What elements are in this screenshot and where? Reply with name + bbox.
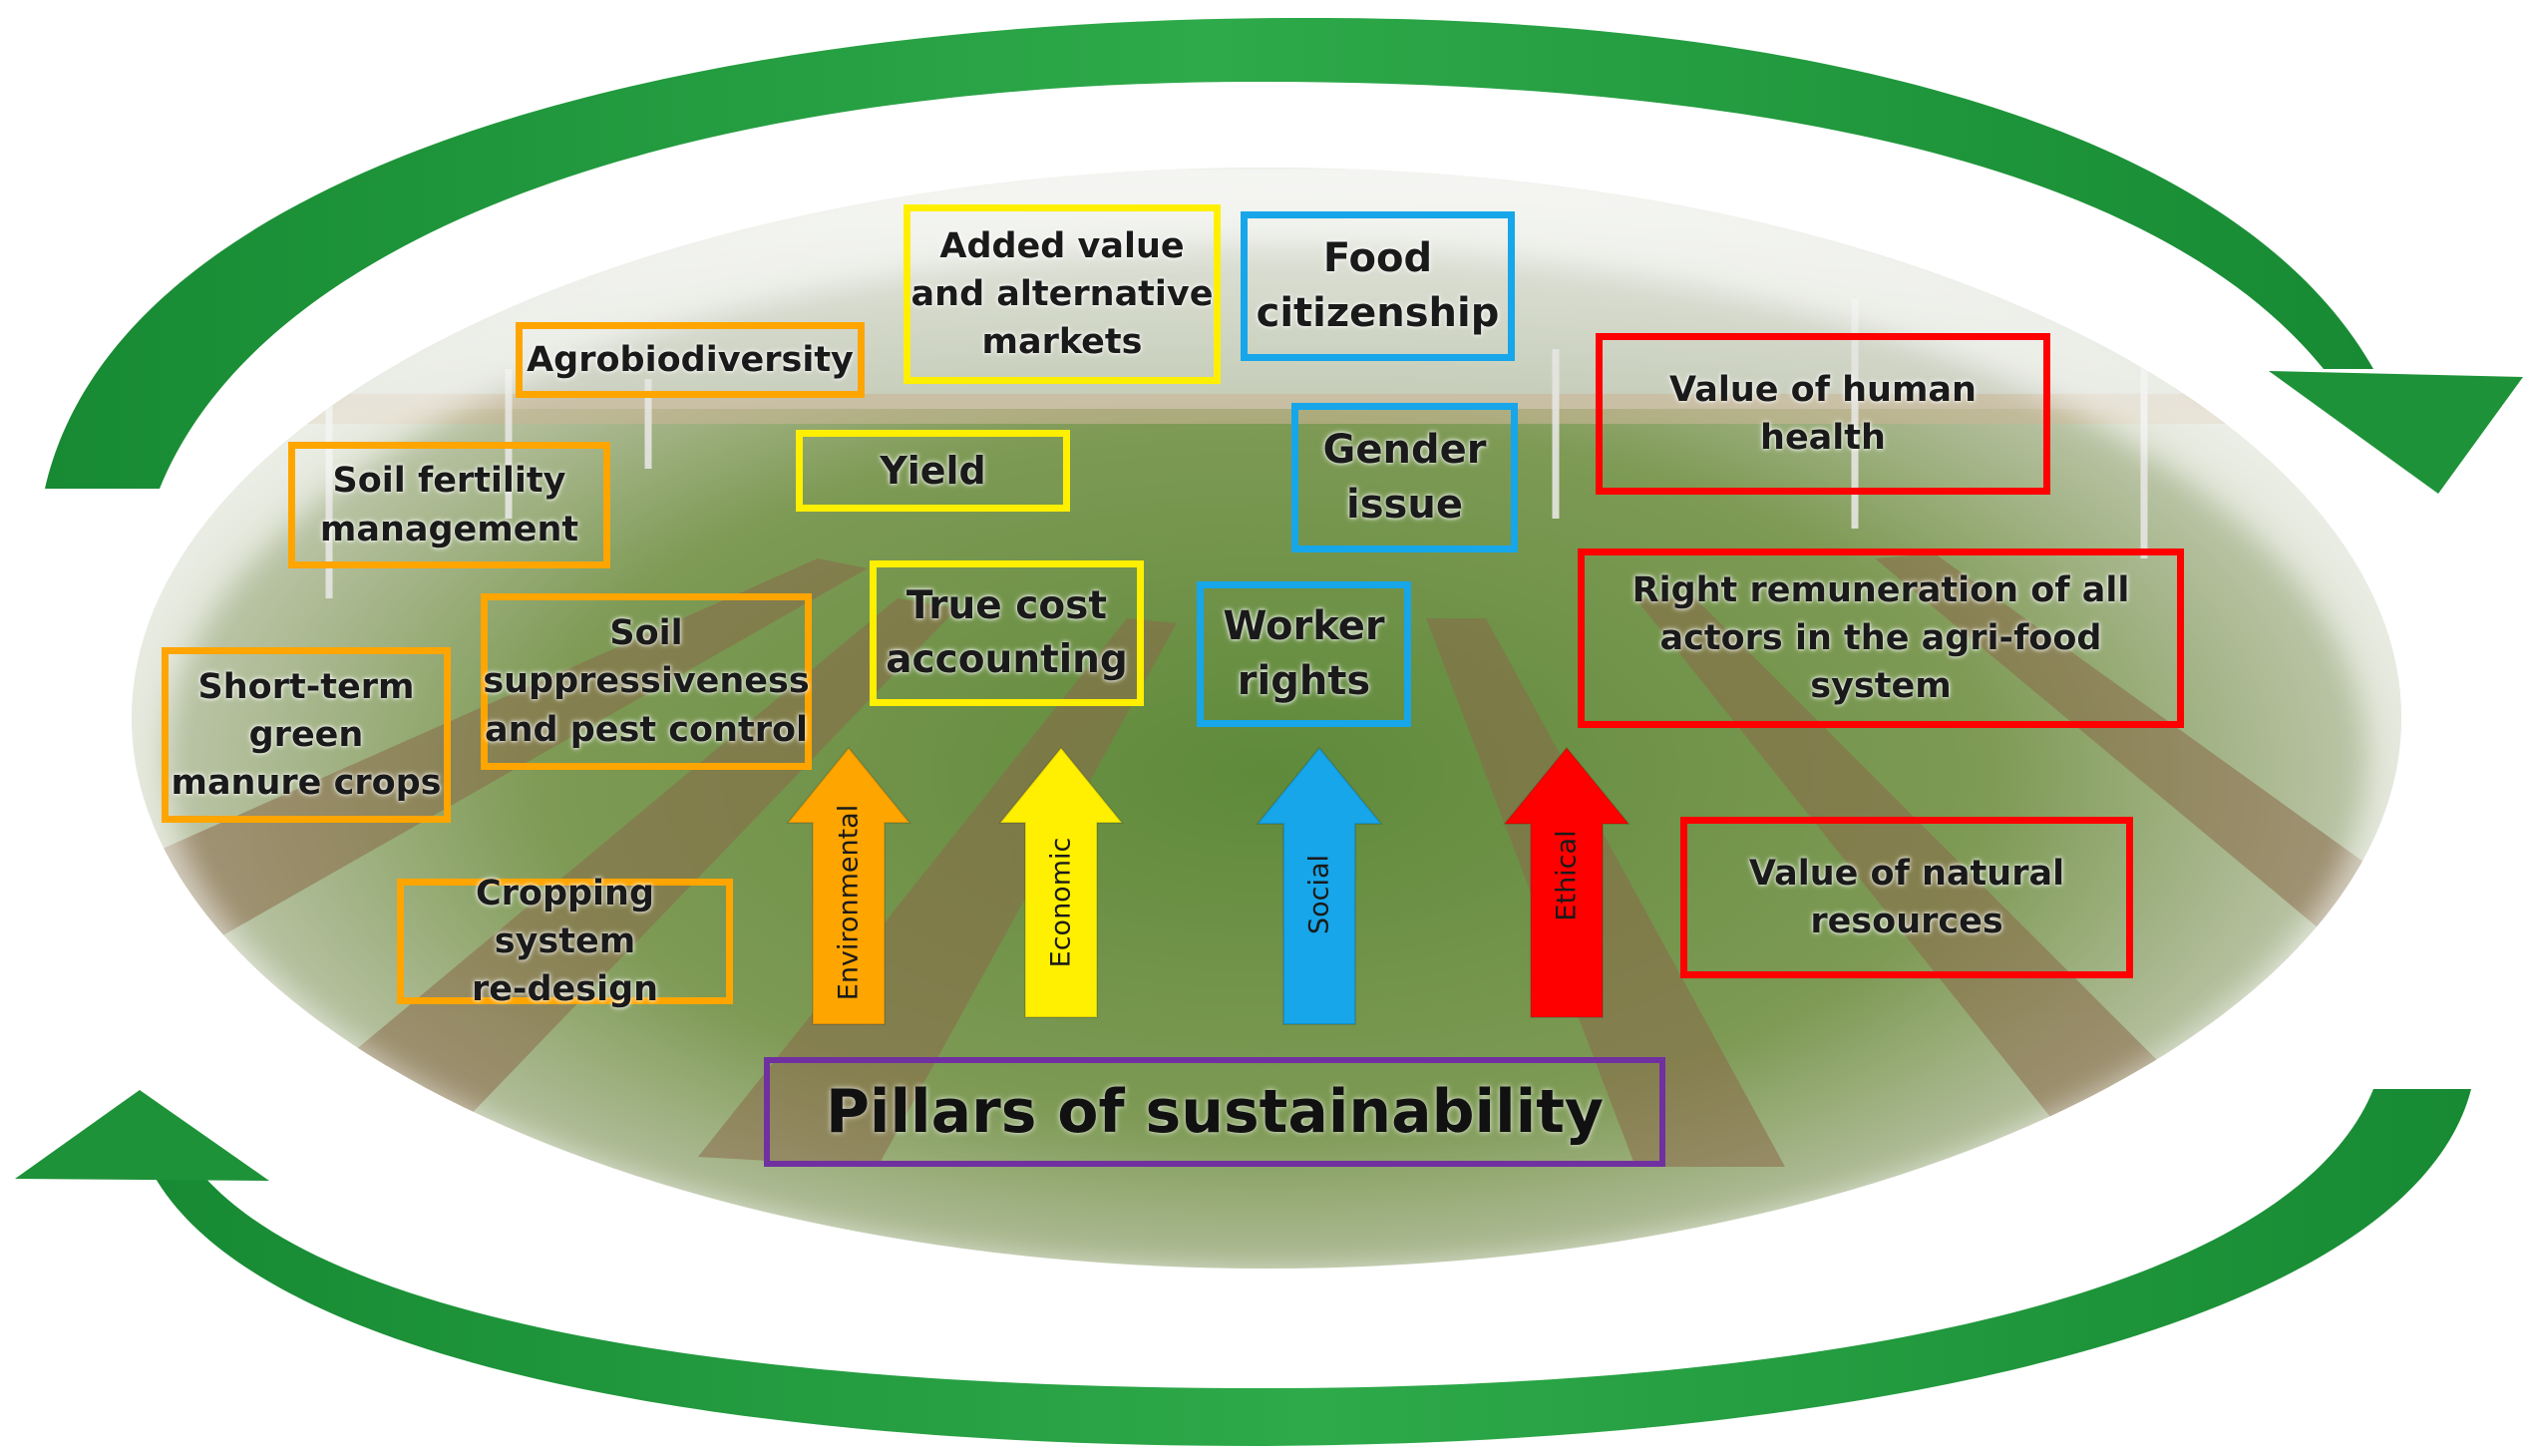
cycle-arrow-top (45, 17, 2523, 494)
pillar-label-environmental: Environmental (833, 804, 865, 1001)
cycle-arrow-bottom (15, 1089, 2471, 1446)
agrobiodiversity-box: Agrobiodiversity (516, 322, 865, 398)
pillar-arrow-ethical (1502, 746, 1631, 1018)
pillar-label-social: Social (1303, 854, 1335, 935)
pillar-label-economic: Economic (1045, 837, 1077, 968)
yield-box: Yield (796, 430, 1070, 512)
pillar-arrow-economic (997, 746, 1125, 1018)
pillar-label-ethical: Ethical (1551, 830, 1583, 921)
pillars-of-sustainability-title: Pillars of sustainability (764, 1057, 1665, 1167)
field-photo-oval (132, 168, 2401, 1269)
pillar-arrow-social (1255, 746, 1384, 1025)
pillar-arrow-environmental (785, 746, 912, 1025)
